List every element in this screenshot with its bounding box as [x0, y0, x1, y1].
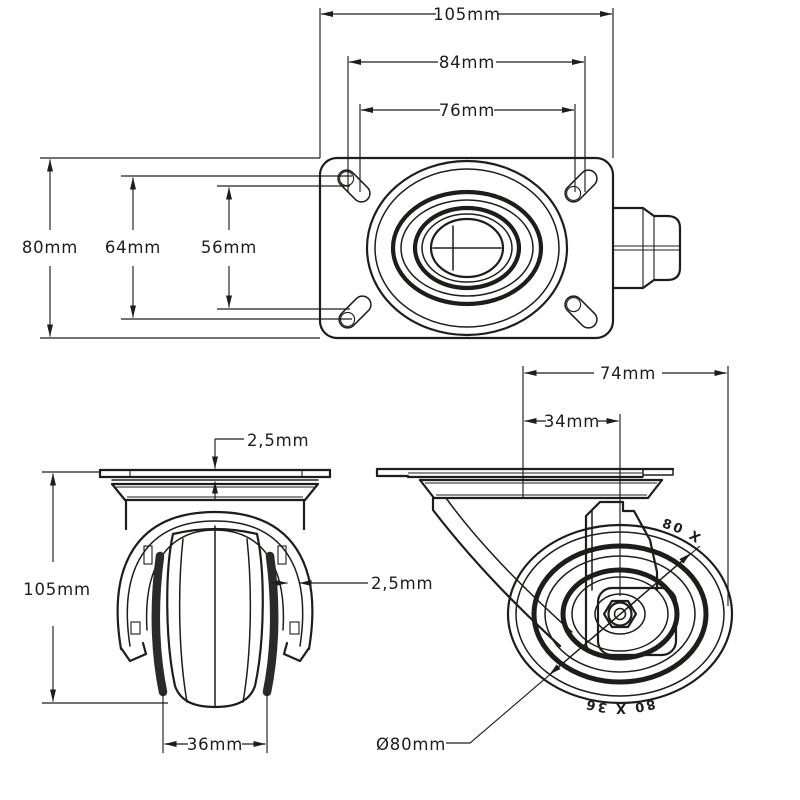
dim-wheel-width-label: 36mm — [187, 735, 243, 754]
wheel-sidewall-left — [151, 551, 168, 697]
dim-bolt-span-outer-label: 84mm — [439, 53, 495, 72]
dim-plate-depth: 80mm — [22, 157, 320, 339]
dim-bolt-span-inner: 76mm — [359, 101, 576, 192]
top-plate-outline — [318, 156, 615, 340]
axle-plate — [596, 586, 678, 657]
dim-wall-thickness: 2,5mm — [271, 574, 433, 593]
dim-plate-thickness-label: 2,5mm — [247, 431, 309, 450]
dim-bolt-depth-outer: 64mm — [105, 175, 352, 320]
side-plate — [375, 467, 675, 479]
mounting-slot-top-right — [564, 169, 598, 203]
swivel-bearing-rings — [365, 159, 569, 337]
dim-bolt-depth-inner: 56mm — [201, 185, 350, 310]
dim-wheel-diameter: Ø80mm — [376, 545, 701, 754]
front-wheel — [151, 525, 279, 709]
dim-overall-height: 105mm — [23, 471, 168, 704]
dim-plate-thickness: 2,5mm — [212, 431, 309, 500]
top-view-drawing — [318, 156, 682, 340]
axle-hex-nut — [602, 599, 638, 629]
dim-bolt-span-inner-label: 76mm — [439, 101, 495, 120]
wheel-sidewall-right — [262, 551, 279, 697]
mounting-slot-bottom-left — [338, 295, 372, 329]
mounting-slot-bottom-right — [564, 295, 598, 329]
dim-plate-width: 105mm — [319, 5, 614, 158]
dim-wheel-width: 36mm — [162, 692, 268, 754]
front-plate — [98, 468, 332, 481]
dim-swivel-offset-label: 34mm — [544, 412, 600, 431]
dim-wheel-diameter-label: Ø80mm — [376, 735, 446, 754]
dim-swivel-offset: 34mm — [524, 412, 621, 596]
fork-foot-left — [119, 641, 148, 663]
dim-bolt-depth-outer-label: 64mm — [105, 238, 161, 257]
side-fork-rear-web — [431, 496, 573, 648]
fork-foot-right — [282, 641, 311, 663]
dim-bolt-depth-inner-label: 56mm — [201, 238, 257, 257]
dim-plate-depth-label: 80mm — [22, 238, 78, 257]
dim-bolt-span-outer: 84mm — [347, 53, 586, 192]
wheel-tread-marking-fragment: 80 X — [660, 517, 704, 548]
side-swivel-crown — [418, 478, 664, 500]
dim-overall-length-label: 74mm — [600, 364, 656, 383]
wheel-tread-marking: 80 X 36 — [583, 695, 657, 715]
dim-wall-thickness-label: 2,5mm — [371, 574, 433, 593]
dim-overall-height-label: 105mm — [23, 580, 91, 599]
top-view-wheel — [611, 206, 682, 290]
side-fork-front-leg — [584, 500, 678, 657]
dim-overall-length: 74mm — [522, 364, 729, 606]
dim-plate-width-label: 105mm — [433, 5, 501, 24]
front-view-drawing — [98, 468, 332, 709]
